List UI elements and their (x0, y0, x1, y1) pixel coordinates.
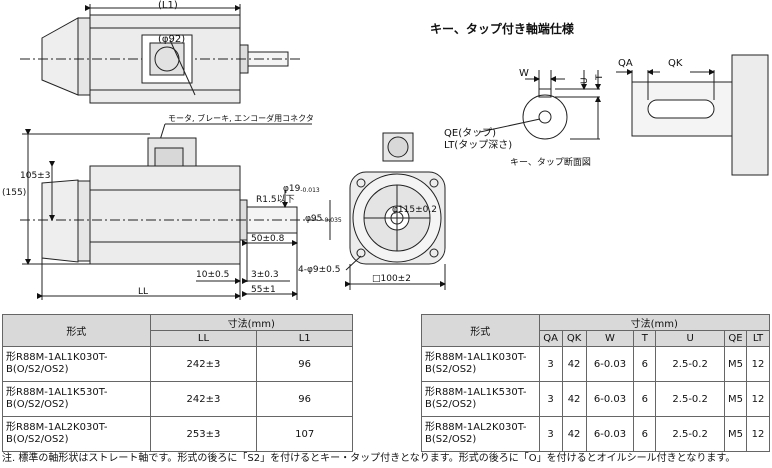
h105-label: 105±3 (20, 171, 50, 181)
holes-label: 4-φ9±0.5 (298, 265, 341, 275)
dimension-table-ll-l1: 形式 寸法(mm) LL L1 形R88M-1AL1K030T-B(O/S2/O… (2, 314, 354, 452)
w-label: W (519, 68, 529, 79)
h155-label: (155) (2, 188, 26, 198)
dim10-label: 10±0.5 (196, 270, 229, 280)
phi95-label: φ95-0.035 (305, 214, 342, 224)
col-header-qa: QA (538, 330, 563, 347)
table-row: 形R88M-1AL1K530T-B(O/S2/OS2) 242±3 96 (2, 381, 353, 417)
dimension-table-key: 形式 寸法(mm) QA QK W T U QE LT 形R88M-1AL1K0… (421, 314, 771, 452)
table-header-model: 形式 (421, 314, 540, 347)
key-shaft-view (616, 54, 769, 176)
qk-label: QK (668, 58, 683, 69)
key-section-view (479, 70, 601, 140)
col-header-t: T (633, 330, 657, 347)
table-row: 形R88M-1AL1K030T-B(S2/OS2) 3 42 6-0.03 6 … (421, 346, 771, 382)
u-label: U (580, 77, 590, 84)
dim3-label: 3±0.3 (251, 270, 279, 280)
connector-label: モータ, ブレーキ, エンコーダ用コネクタ (168, 113, 314, 123)
motor-dimension-drawing: (L1) (φ92) キー、タップ付き軸端仕様 W U T QE(タップ) LT… (2, 0, 769, 300)
r15-label: R1.5以下 (256, 195, 295, 205)
side-view (20, 123, 331, 300)
table-header-model: 形式 (2, 314, 151, 347)
table-row: 形R88M-1AL2K030T-B(O/S2/OS2) 253±3 107 (2, 416, 353, 452)
col-header-qk: QK (561, 330, 587, 347)
ll-label: LL (138, 287, 148, 297)
key-section-label: キー、タップ断面図 (510, 156, 591, 168)
table-row: 形R88M-1AL2K030T-B(S2/OS2) 3 42 6-0.03 6 … (421, 416, 771, 452)
phi19-label: φ19-0.013 (283, 184, 320, 194)
top-view (20, 4, 300, 104)
phi92-label: (φ92) (158, 34, 185, 45)
col-header-u: U (655, 330, 725, 347)
col-header-w: W (585, 330, 635, 347)
dim50-label: 50±0.8 (251, 234, 285, 244)
qa-label: QA (618, 58, 633, 69)
front-view (345, 132, 446, 290)
col-header-lt: LT (745, 330, 771, 347)
lt-label: LT(タップ深さ) (444, 139, 512, 151)
sq100-label: □100±2 (372, 274, 411, 284)
t-label: T (595, 74, 605, 81)
dim55-label: 55±1 (251, 285, 276, 295)
col-header-qe: QE (723, 330, 747, 347)
table-header-dim: 寸法(mm) (149, 314, 354, 331)
table-header-dim: 寸法(mm) (538, 314, 771, 331)
phi115-label: φ115±0.2 (392, 205, 437, 215)
qe-label: QE(タップ) (444, 127, 496, 139)
footnote: 注. 標準の軸形状はストレート軸です。形式の後ろに「S2」を付けるとキー・タップ… (2, 453, 736, 464)
col-header-l1: L1 (256, 330, 353, 347)
key-section-title: キー、タップ付き軸端仕様 (430, 21, 575, 36)
table-row: 形R88M-1AL1K530T-B(S2/OS2) 3 42 6-0.03 6 … (421, 381, 771, 417)
l1-label: (L1) (158, 0, 178, 11)
table-row: 形R88M-1AL1K030T-B(O/S2/OS2) 242±3 96 (2, 346, 353, 382)
col-header-ll: LL (149, 330, 258, 347)
